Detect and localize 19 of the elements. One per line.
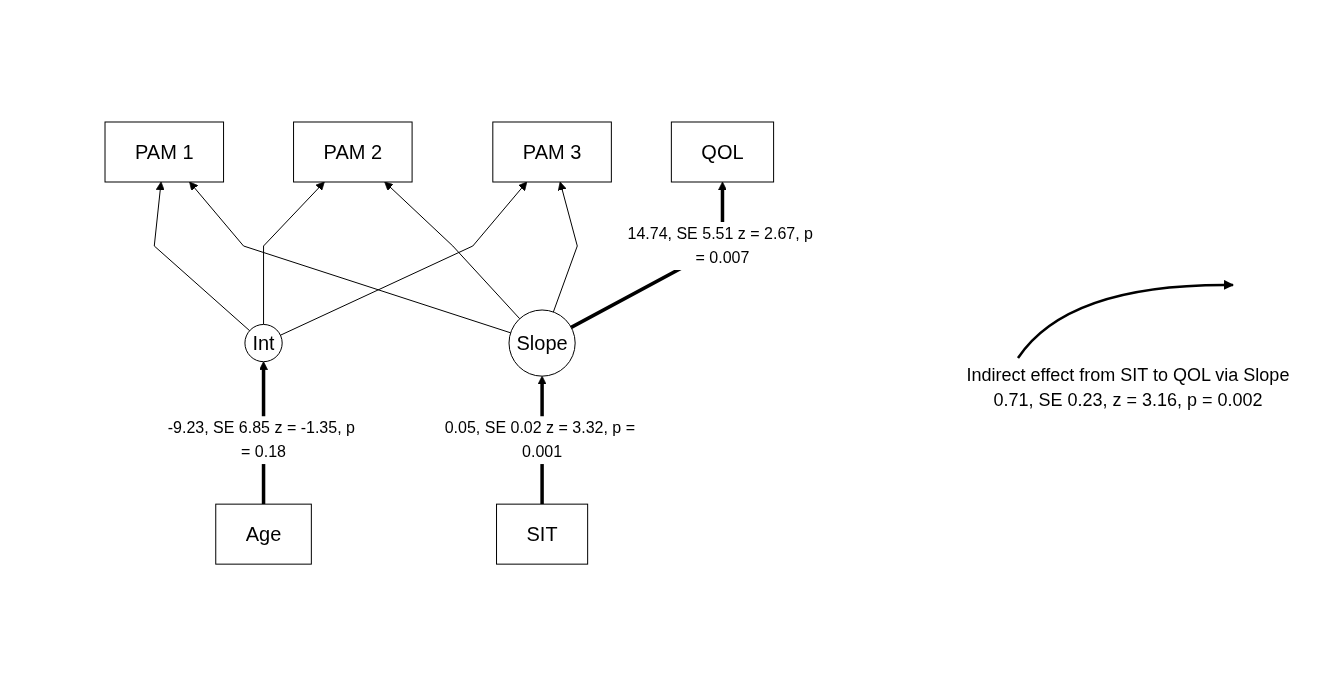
arrow — [263, 181, 325, 325]
node-box: PAM 3 — [492, 121, 613, 183]
edge-label: 14.74, SE 5.51 z = 2.67, p = 0.007 — [627, 224, 814, 266]
arrow — [280, 181, 528, 336]
node-box: PAM 2 — [293, 121, 413, 183]
node-box: QOL — [671, 121, 775, 183]
edge-label: -9.23, SE 6.85 z = -1.35, p = 0.18 — [167, 419, 356, 461]
edge-label: 0.05, SE 0.02 z = 3.32, p = 0.001 — [444, 419, 636, 461]
node-circle: Int — [244, 323, 283, 363]
arrow — [154, 181, 251, 332]
node-box: Age — [215, 503, 313, 565]
node-box: SIT — [496, 503, 589, 565]
node-circle: Slope — [508, 309, 576, 377]
arrow — [384, 181, 521, 320]
node-box: PAM 1 — [104, 121, 225, 183]
arrow — [553, 181, 579, 313]
arrow — [189, 181, 512, 334]
note-text: Indirect effect from SIT to QOL via Slope — [966, 365, 1290, 386]
note-text: 0.71, SE 0.23, z = 3.16, p = 0.002 — [993, 390, 1263, 411]
